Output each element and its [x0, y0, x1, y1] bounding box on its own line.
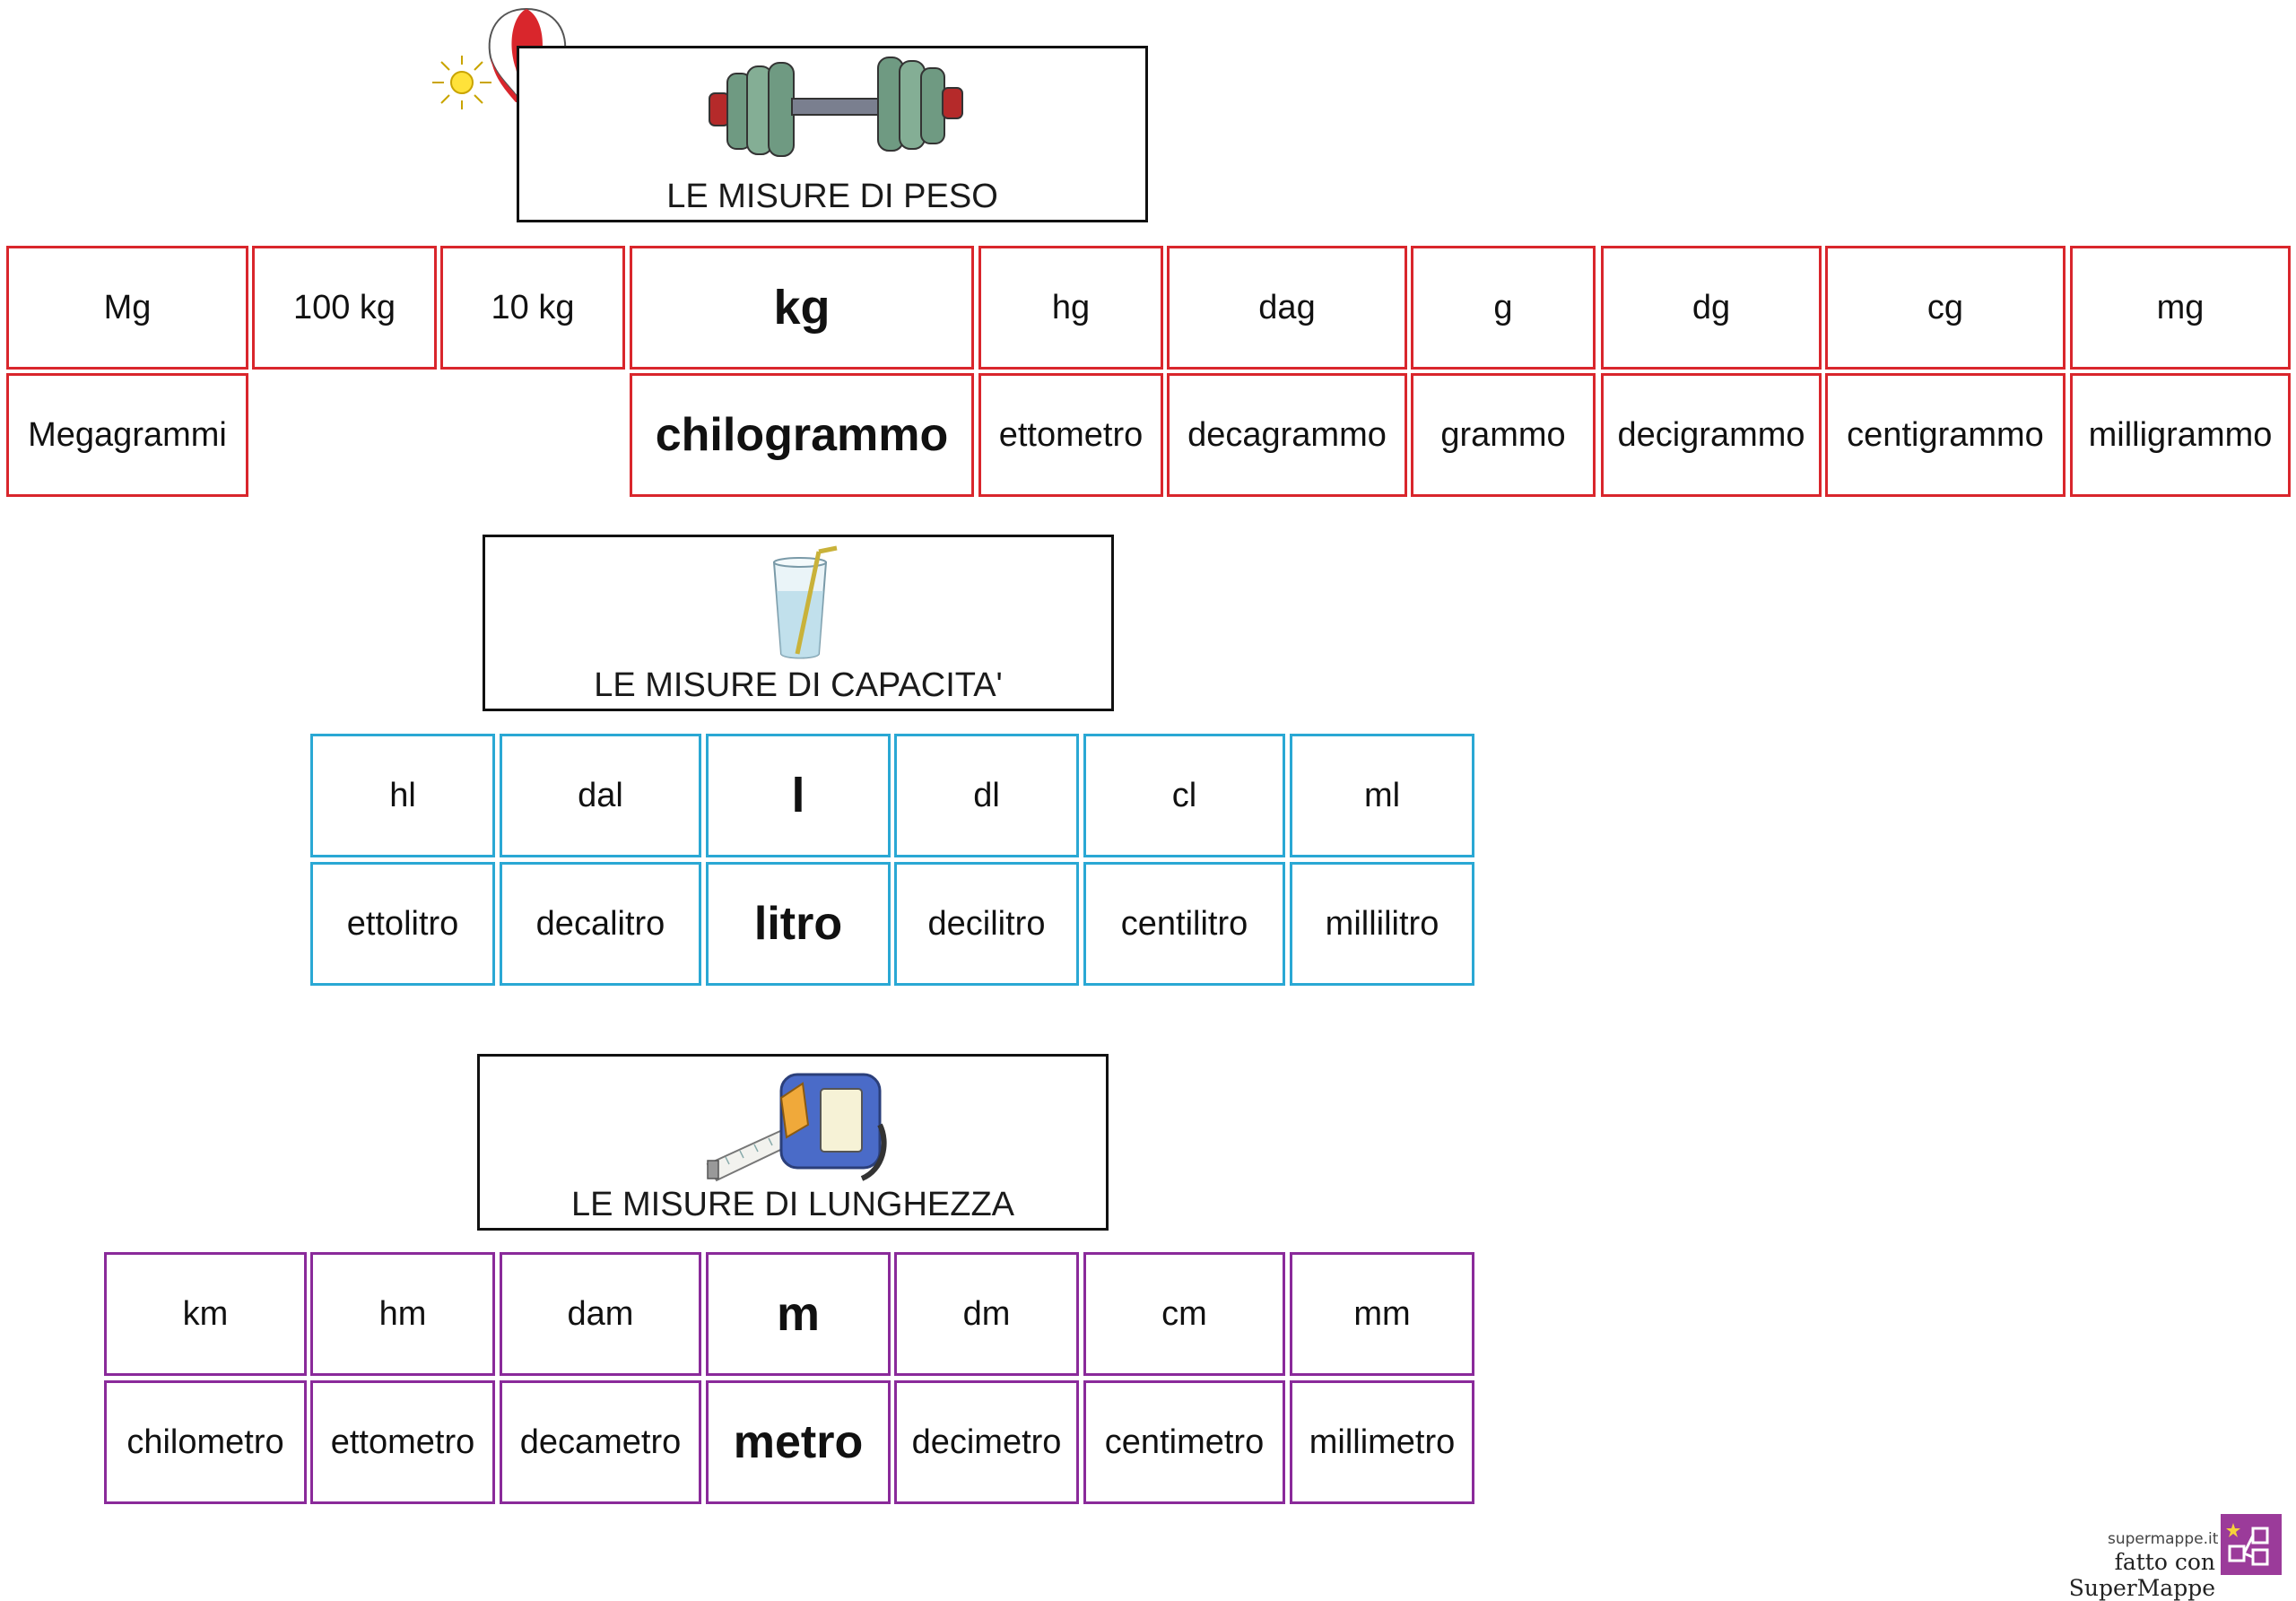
peso-name-cell: milligrammo [2070, 373, 2291, 497]
lunghezza-title: LE MISURE DI LUNGHEZZA [570, 1186, 1015, 1223]
peso-name-cell: centigrammo [1825, 373, 2066, 497]
capacita-name-cell-main: litro [706, 862, 891, 986]
lunghezza-name-cell: millimetro [1290, 1380, 1474, 1504]
peso-symbol-cell: 100 kg [252, 246, 437, 370]
lunghezza-name-cell-main: metro [706, 1380, 891, 1504]
peso-symbol-cell: Mg [6, 246, 248, 370]
lunghezza-name-cell: chilometro [104, 1380, 307, 1504]
peso-symbol-cell: dag [1167, 246, 1407, 370]
peso-symbol-cell: mg [2070, 246, 2291, 370]
capacita-name-cell: millilitro [1290, 862, 1474, 986]
peso-name-cell: decagrammo [1167, 373, 1407, 497]
peso-symbol-cell-main: kg [630, 246, 974, 370]
capacita-symbol-cell-main: l [706, 734, 891, 857]
peso-name-cell: grammo [1411, 373, 1596, 497]
glass-with-straw-icon [772, 545, 838, 659]
peso-title: LE MISURE DI PESO [666, 178, 998, 215]
peso-symbol-cell: 10 kg [440, 246, 625, 370]
capacita-name-cell: ettolitro [310, 862, 495, 986]
capacita-name-cell: decilitro [894, 862, 1079, 986]
lunghezza-symbol-cell: dm [894, 1252, 1079, 1376]
peso-name-cell: ettometro [978, 373, 1163, 497]
capacita-title-box: LE MISURE DI CAPACITA' [483, 535, 1114, 711]
peso-symbol-cell: hg [978, 246, 1163, 370]
peso-symbol-cell: cg [1825, 246, 2066, 370]
peso-name-cell: decigrammo [1601, 373, 1822, 497]
footer-site: supermappe.it [2108, 1530, 2219, 1548]
peso-symbol-cell: dg [1601, 246, 1822, 370]
lunghezza-name-cell: ettometro [310, 1380, 495, 1504]
supermappe-logo-icon [2221, 1514, 2282, 1575]
capacita-symbol-cell: ml [1290, 734, 1474, 857]
capacita-symbol-cell: hl [310, 734, 495, 857]
lunghezza-title-box: LE MISURE DI LUNGHEZZA [477, 1054, 1109, 1231]
dumbbell-icon [709, 57, 963, 157]
lunghezza-name-cell: centimetro [1083, 1380, 1285, 1504]
lunghezza-name-cell: decametro [500, 1380, 701, 1504]
lunghezza-symbol-cell: mm [1290, 1252, 1474, 1376]
capacita-symbol-cell: cl [1083, 734, 1285, 857]
lunghezza-symbol-cell-main: m [706, 1252, 891, 1376]
peso-symbol-cell: g [1411, 246, 1596, 370]
lunghezza-symbol-cell: hm [310, 1252, 495, 1376]
lunghezza-name-cell: decimetro [894, 1380, 1079, 1504]
peso-name-cell: Megagrammi [6, 373, 248, 497]
lunghezza-symbol-cell: cm [1083, 1252, 1285, 1376]
capacita-symbol-cell: dal [500, 734, 701, 857]
footer-made-with: fatto con SuperMappe [2068, 1549, 2215, 1601]
sun-icon [432, 56, 491, 109]
capacita-name-cell: centilitro [1083, 862, 1285, 986]
peso-name-cell-main: chilogrammo [630, 373, 974, 497]
lunghezza-symbol-cell: dam [500, 1252, 701, 1376]
capacita-symbol-cell: dl [894, 734, 1079, 857]
peso-title-box: LE MISURE DI PESO [517, 46, 1148, 222]
tape-measure-icon [706, 1073, 887, 1182]
capacita-name-cell: decalitro [500, 862, 701, 986]
capacita-title: LE MISURE DI CAPACITA' [594, 666, 1003, 704]
lunghezza-symbol-cell: km [104, 1252, 307, 1376]
